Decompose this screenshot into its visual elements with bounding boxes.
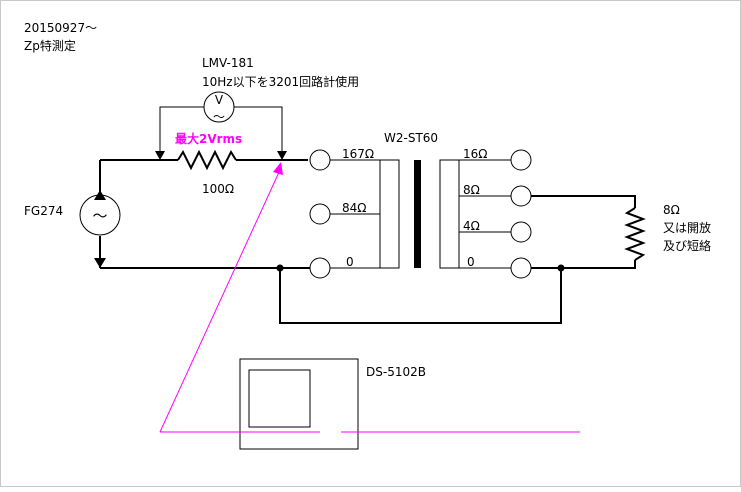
resistor-value-label: 100Ω xyxy=(202,182,234,196)
voltmeter-lead-left xyxy=(159,106,204,158)
voltmeter-probe-right-arrow xyxy=(277,151,287,160)
voltmeter: V ～ xyxy=(203,91,235,124)
max-voltage-label: 最大2Vrms xyxy=(175,131,242,146)
secondary-winding xyxy=(439,159,460,269)
voltmeter-symbol: V xyxy=(215,93,224,107)
ground-return-wire xyxy=(279,268,562,324)
primary-terminals xyxy=(309,149,380,279)
scope-probe xyxy=(159,162,580,433)
signal-generator: ～ xyxy=(79,160,121,268)
oscilloscope-name-label: DS-5102B xyxy=(366,365,426,379)
voltmeter-wave-icon: ～ xyxy=(213,110,225,124)
voltmeter-leads xyxy=(155,106,287,160)
secondary-tap-8-label: 8Ω xyxy=(463,183,480,197)
primary-winding xyxy=(379,159,400,269)
load-note-line2: 及び短絡 xyxy=(663,238,711,253)
generator-wave-icon: ～ xyxy=(92,207,107,225)
load-circuit xyxy=(531,195,646,272)
voltmeter-lead-right xyxy=(234,106,283,158)
oscilloscope-body xyxy=(239,358,359,450)
secondary-tap-16-label: 16Ω xyxy=(463,147,487,161)
load-wire-top xyxy=(531,195,636,208)
meter-name-label: LMV-181 xyxy=(202,56,254,70)
secondary-tap-4-label: 4Ω xyxy=(463,219,480,233)
load-value-label: 8Ω xyxy=(663,203,680,217)
terminal-primary-0 xyxy=(309,257,331,279)
terminal-secondary-4 xyxy=(510,221,532,243)
generator-name-label: FG274 xyxy=(24,204,63,218)
load-wire-bottom xyxy=(531,260,636,269)
primary-tap-84-label: 84Ω xyxy=(342,201,366,215)
transformer xyxy=(379,159,460,269)
terminal-primary-167 xyxy=(309,149,331,171)
probe-tip-arrow xyxy=(273,162,283,175)
transformer-name-label: W2-ST60 xyxy=(384,131,438,145)
voltmeter-probe-left-arrow xyxy=(155,151,165,160)
load-resistor-8 xyxy=(624,207,646,261)
gen-arrow-down xyxy=(94,258,106,268)
date-label: 20150927～ xyxy=(24,21,97,35)
oscilloscope-screen xyxy=(248,369,311,428)
terminal-secondary-16 xyxy=(510,149,532,171)
resistor-100 xyxy=(177,149,237,171)
terminal-primary-84 xyxy=(309,203,331,225)
title-label: Zp特測定 xyxy=(24,38,76,53)
probe-diagonal xyxy=(159,169,281,433)
load-note-line1: 又は開放 xyxy=(663,220,711,235)
secondary-terminals xyxy=(459,149,532,279)
meter-note-label: 10Hz以下を3201回路計使用 xyxy=(202,74,359,89)
oscilloscope xyxy=(239,358,359,450)
terminal-secondary-0 xyxy=(510,257,532,279)
terminal-secondary-8 xyxy=(510,185,532,207)
primary-tap-167-label: 167Ω xyxy=(342,147,374,161)
top-wire xyxy=(100,149,308,171)
transformer-core xyxy=(414,160,421,268)
primary-tap-0-label: 0 xyxy=(346,255,354,269)
secondary-tap-0-label: 0 xyxy=(467,255,475,269)
generator-body xyxy=(79,194,121,236)
